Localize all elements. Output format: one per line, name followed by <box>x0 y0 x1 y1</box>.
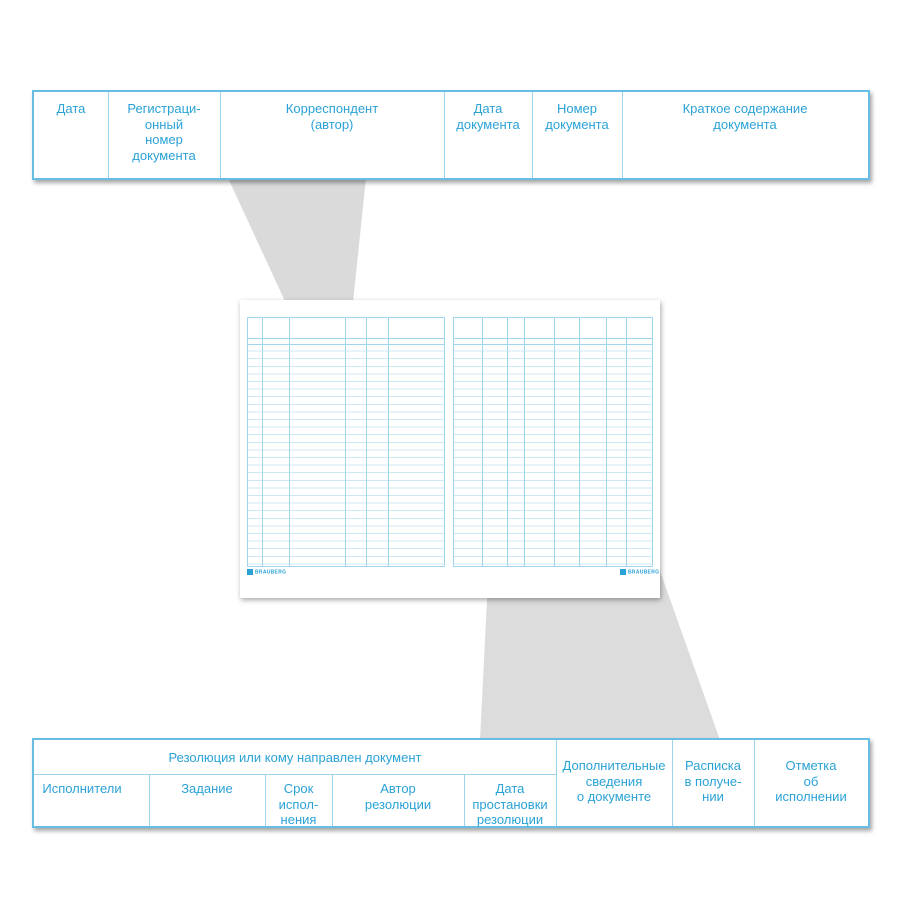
column-header-document-date: Дата документа <box>456 101 520 132</box>
column-header-correspondent: Корреспондент (автор) <box>285 101 379 132</box>
brauberg-logo-right: BRAUBERG <box>620 569 659 575</box>
column-header-additional-info: Дополнительные сведения о документе <box>562 758 666 804</box>
column-header-executors: Исполнители <box>42 781 122 796</box>
journal-sheet-preview: BRAUBERG BRAUBERG <box>240 300 660 598</box>
logo-mark-icon <box>620 569 626 575</box>
column-header-task: Задание <box>181 781 233 796</box>
column-header-receipt: Расписка в получе- нии <box>684 758 742 804</box>
resolution-group-title: Резолюция или кому направлен документ <box>168 750 422 765</box>
column-header-date: Дата <box>56 101 86 116</box>
bottom-header-strip: Резолюция или кому направлен документ Ис… <box>32 738 870 828</box>
column-header-document-number: Номер документа <box>545 101 609 132</box>
column-header-summary: Краткое содержание документа <box>682 101 808 132</box>
column-header-execution-mark: Отметка об исполнении <box>775 758 847 804</box>
left-page-table <box>247 317 445 567</box>
brauberg-logo-left: BRAUBERG <box>247 569 286 575</box>
logo-mark-icon <box>247 569 253 575</box>
top-zoom-wedge <box>228 178 366 312</box>
top-header-strip: Дата Регистраци- онный номер документа К… <box>32 90 870 180</box>
right-page-table <box>453 317 653 567</box>
column-header-deadline: Срок испол- нения <box>278 781 319 827</box>
column-header-resolution-author: Автор резолюции <box>364 781 432 812</box>
column-header-resolution-date: Дата простановки резолюции <box>472 781 548 827</box>
column-header-registration-number: Регистраци- онный номер документа <box>127 101 201 163</box>
